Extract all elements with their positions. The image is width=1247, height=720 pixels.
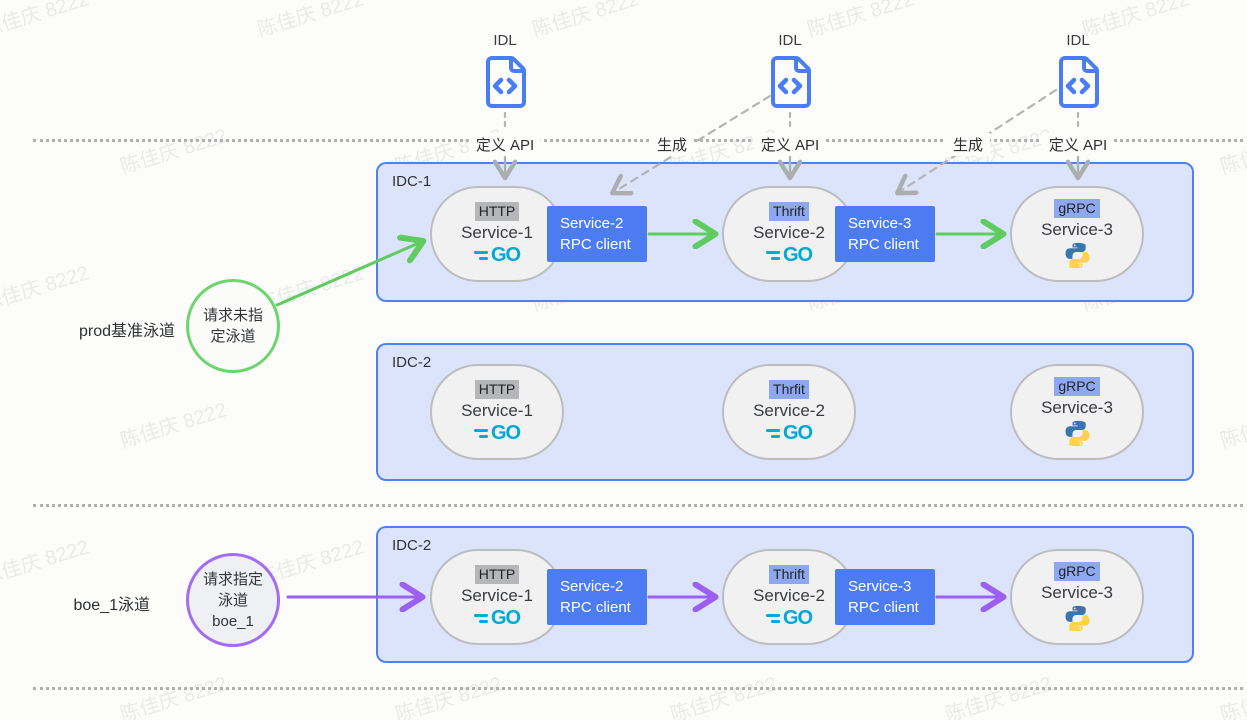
- watermark-text: 陈佳庆 8222: [117, 399, 230, 453]
- service-node: Thrift Service-2 GO: [722, 549, 856, 645]
- watermark-text: 陈佳庆 8222: [1217, 673, 1247, 720]
- request-circle-line: 请求指定: [202, 570, 263, 588]
- rpc-client-line1: Service-2: [560, 215, 624, 232]
- service-node: HTTP Service-1 GO: [430, 549, 564, 645]
- rpc-client-line1: Service-2: [560, 578, 624, 595]
- service-name: Service-1: [461, 222, 533, 242]
- idc-box-label: IDC-1: [392, 173, 432, 190]
- protocol-tag: HTTP: [474, 564, 520, 584]
- service-name: Service-3: [1041, 583, 1113, 602]
- rpc-client-line2: RPC client: [560, 599, 631, 616]
- define-api-label: 定义 API: [468, 133, 542, 156]
- service-node: HTTP Service-1 GO: [430, 364, 564, 460]
- protocol-tag: Thrift: [769, 201, 809, 221]
- define-api-label: 定义 API: [753, 133, 827, 156]
- service-name: Service-2: [753, 585, 825, 605]
- watermark-text: 陈佳庆 8222: [392, 673, 505, 720]
- watermark-text: 陈佳庆 8222: [0, 536, 92, 590]
- service-node: HTTP Service-1 GO: [430, 186, 564, 282]
- separator-line: [33, 504, 1243, 507]
- request-circle-prod: 请求未指 定泳道: [186, 279, 280, 373]
- watermark-text: 陈佳庆 8222: [0, 262, 92, 316]
- idl-file-icon: [1059, 56, 1099, 108]
- protocol-tag: gRPC: [1054, 562, 1100, 581]
- rpc-client-line1: Service-3: [848, 215, 912, 232]
- watermark-text: 陈佳庆 8222: [529, 0, 642, 42]
- service-node: Thrfit Service-2 GO: [722, 364, 856, 460]
- request-circle-line: boe_1: [212, 612, 254, 630]
- python-logo-icon: [1065, 242, 1089, 269]
- idl-label: IDL: [778, 32, 802, 49]
- request-circle-boe: 请求指定 泳道 boe_1: [186, 553, 280, 647]
- service-name: Service-2: [753, 222, 825, 242]
- idc-box-label: IDC-2: [392, 354, 432, 371]
- idl-label: IDL: [493, 32, 517, 49]
- idl-file-icon: [771, 56, 811, 108]
- rpc-client-box: Service-3 RPC client: [835, 206, 935, 262]
- protocol-tag: HTTP: [474, 379, 520, 399]
- rpc-client-box: Service-2 RPC client: [547, 569, 647, 625]
- go-logo-icon: GO: [765, 422, 813, 445]
- watermark-text: 陈佳庆 8222: [254, 0, 367, 42]
- go-logo-icon: GO: [473, 422, 521, 445]
- service-node: gRPC Service-3: [1010, 364, 1144, 460]
- service-node: gRPC Service-3: [1010, 549, 1144, 645]
- go-logo-icon: GO: [765, 244, 813, 267]
- watermark-text: 陈佳庆 8222: [667, 673, 780, 720]
- service-name: Service-1: [461, 400, 533, 420]
- python-logo-icon: [1065, 605, 1089, 632]
- protocol-tag: Thrift: [769, 564, 809, 584]
- protocol-tag: Thrfit: [769, 379, 809, 399]
- go-logo-icon: GO: [473, 244, 521, 267]
- go-logo-icon: GO: [473, 607, 521, 630]
- generate-label: 生成: [945, 133, 991, 156]
- request-circle-line: 请求未指: [202, 307, 263, 324]
- idl-file-icon: [486, 56, 526, 108]
- service-name: Service-3: [1041, 398, 1113, 417]
- define-api-label: 定义 API: [1041, 133, 1115, 156]
- rpc-client-line2: RPC client: [560, 236, 631, 253]
- generate-label: 生成: [649, 133, 695, 156]
- python-logo-icon: [1065, 420, 1089, 447]
- service-name: Service-2: [753, 400, 825, 420]
- idc-box-label: IDC-2: [392, 537, 432, 554]
- protocol-tag: HTTP: [474, 201, 520, 221]
- service-name: Service-3: [1041, 220, 1113, 239]
- protocol-tag: gRPC: [1054, 199, 1100, 218]
- rpc-client-line1: Service-3: [848, 578, 912, 595]
- lane-label-boe: boe_1泳道: [73, 597, 151, 614]
- request-circle-line: 定泳道: [210, 328, 256, 345]
- watermark-text: 陈佳庆 8222: [0, 0, 92, 42]
- rpc-client-line2: RPC client: [848, 236, 919, 253]
- watermark-text: 陈佳庆 8222: [942, 673, 1055, 720]
- idl-label: IDL: [1066, 32, 1090, 49]
- rpc-client-box: Service-2 RPC client: [547, 206, 647, 262]
- rpc-client-box: Service-3 RPC client: [835, 569, 935, 625]
- watermark-text: 陈佳庆 8222: [117, 673, 230, 720]
- watermark-text: 陈佳庆 8222: [117, 125, 230, 179]
- service-name: Service-1: [461, 585, 533, 605]
- watermark-text: 陈佳庆 8222: [1217, 125, 1247, 179]
- go-logo-icon: GO: [765, 607, 813, 630]
- rpc-client-line2: RPC client: [848, 599, 919, 616]
- service-node: gRPC Service-3: [1010, 186, 1144, 282]
- protocol-tag: gRPC: [1054, 377, 1100, 396]
- watermark-text: 陈佳庆 8222: [1217, 399, 1247, 453]
- lane-label-prod: prod基准泳道: [78, 323, 175, 340]
- separator-line: [33, 687, 1243, 690]
- request-circle-line: 泳道: [217, 591, 248, 609]
